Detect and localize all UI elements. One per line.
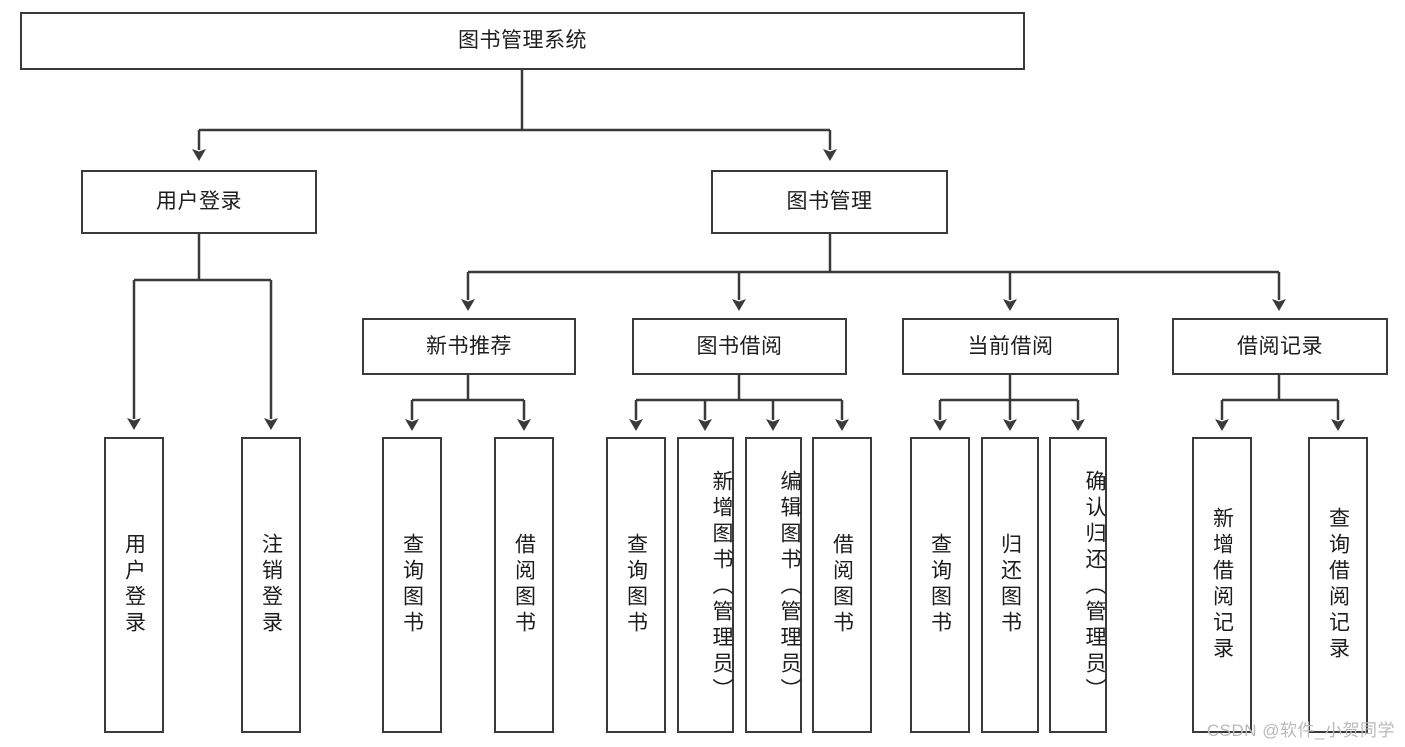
node-label: 注销登录 xyxy=(259,533,283,637)
node-label: 用户登录 xyxy=(156,190,242,214)
leaf-new-book-query-book[interactable]: 查询图书 xyxy=(382,437,442,733)
leaf-current-borrow-return-book[interactable]: 归还图书 xyxy=(981,437,1039,733)
leaf-book-borrow-edit-book-admin[interactable]: 编辑图书（管理员） xyxy=(745,437,802,733)
leaf-book-borrow-query-book[interactable]: 查询图书 xyxy=(606,437,666,733)
leaf-current-borrow-confirm-return-admin[interactable]: 确认归还（管理员） xyxy=(1049,437,1107,733)
node-label: 编辑图书（管理员） xyxy=(778,470,801,704)
node-label: 当前借阅 xyxy=(967,334,1054,358)
leaf-user-login-logout[interactable]: 注销登录 xyxy=(241,437,301,733)
node-book-management[interactable]: 图书管理 xyxy=(711,170,948,234)
node-label: 借阅记录 xyxy=(1237,334,1323,358)
node-label: 用户登录 xyxy=(122,533,146,637)
node-new-book-recommend[interactable]: 新书推荐 xyxy=(362,318,576,375)
node-root-book-management-system[interactable]: 图书管理系统 xyxy=(20,12,1025,70)
node-label: 查询图书 xyxy=(624,533,648,637)
leaf-borrow-record-query-record[interactable]: 查询借阅记录 xyxy=(1308,437,1368,733)
node-label: 确认归还（管理员） xyxy=(1083,470,1106,704)
leaf-book-borrow-add-book-admin[interactable]: 新增图书（管理员） xyxy=(677,437,734,733)
node-label: 新增借阅记录 xyxy=(1210,507,1234,663)
node-book-borrow[interactable]: 图书借阅 xyxy=(632,318,847,375)
leaf-current-borrow-query-book[interactable]: 查询图书 xyxy=(910,437,970,733)
node-label: 图书借阅 xyxy=(696,334,783,358)
node-label: 图书管理 xyxy=(786,190,873,214)
node-label: 借阅图书 xyxy=(512,533,536,637)
node-label: 查询借阅记录 xyxy=(1326,507,1350,663)
node-borrow-record[interactable]: 借阅记录 xyxy=(1172,318,1388,375)
node-label: 查询图书 xyxy=(400,533,424,637)
node-label: 图书管理系统 xyxy=(458,29,587,53)
node-label: 新增图书（管理员） xyxy=(710,470,733,704)
leaf-borrow-record-add-record[interactable]: 新增借阅记录 xyxy=(1192,437,1252,733)
csdn-watermark: CSDN @软件_小贺同学 xyxy=(1206,721,1395,740)
leaf-user-login-login[interactable]: 用户登录 xyxy=(104,437,164,733)
node-user-login[interactable]: 用户登录 xyxy=(81,170,317,234)
node-label: 新书推荐 xyxy=(426,334,512,358)
node-label: 借阅图书 xyxy=(830,533,854,637)
node-label: 查询图书 xyxy=(928,533,952,637)
node-label: 归还图书 xyxy=(998,533,1022,637)
leaf-book-borrow-borrow-book[interactable]: 借阅图书 xyxy=(812,437,872,733)
node-current-borrow[interactable]: 当前借阅 xyxy=(902,318,1119,375)
leaf-new-book-borrow-book[interactable]: 借阅图书 xyxy=(494,437,554,733)
